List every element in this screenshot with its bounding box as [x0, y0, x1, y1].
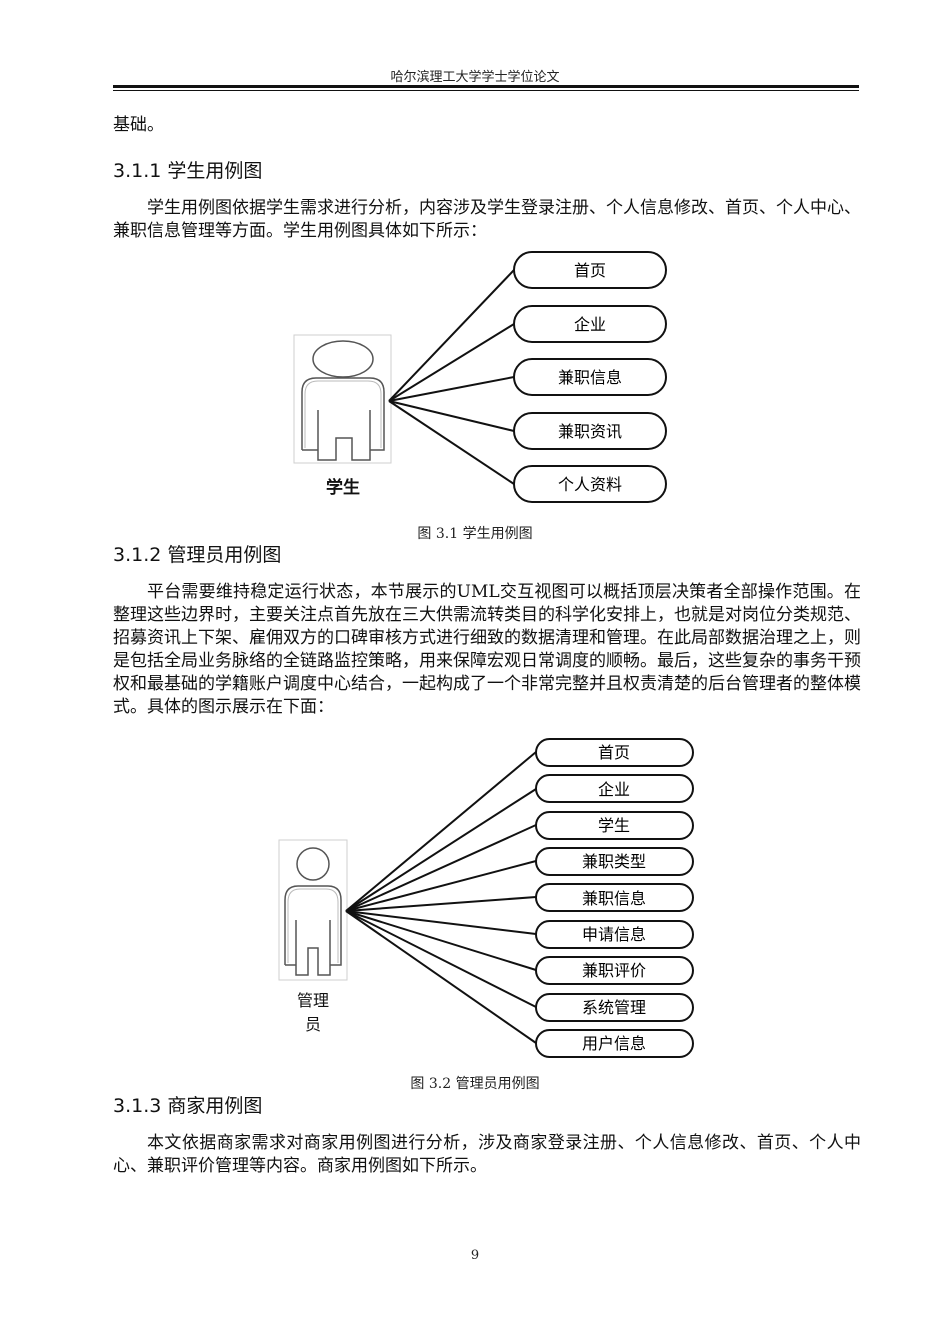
svg-text:学生: 学生 — [598, 816, 630, 835]
running-header: 哈尔滨理工大学学士学位论文 — [390, 70, 560, 85]
student-actor-figure — [293, 334, 392, 464]
svg-text:兼职评价: 兼职评价 — [582, 961, 646, 980]
svg-text:申请信息: 申请信息 — [582, 925, 646, 944]
admin-association-lines — [345, 751, 537, 1044]
figure-caption-student: 图 3.1 学生用例图 — [417, 526, 533, 542]
header-rule-thin — [113, 90, 859, 91]
student-use-case-4: 兼职资讯 — [513, 412, 667, 450]
header-rule-thick — [113, 85, 859, 88]
student-use-case-diagram: 学生 首页 企业 兼职信息 兼职资讯 个人资料 — [293, 251, 667, 503]
student-use-case-5: 个人资料 — [513, 465, 667, 503]
admin-use-case-7: 兼职评价 — [535, 956, 694, 985]
section-heading-merchant: 3.1.3 商家用例图 — [113, 1095, 263, 1117]
section-paragraph-student: 学生用例图依据学生需求进行分析，内容涉及学生登录注册、个人信息修改、首页、个人中… — [113, 198, 861, 241]
svg-text:首页: 首页 — [598, 743, 630, 762]
svg-text:兼职类型: 兼职类型 — [582, 852, 646, 871]
student-use-case-1: 首页 — [513, 251, 667, 289]
svg-text:个人资料: 个人资料 — [558, 475, 622, 494]
student-use-case-2: 企业 — [513, 305, 667, 343]
student-association-lines — [388, 269, 515, 485]
admin-use-case-1: 首页 — [535, 738, 694, 767]
admin-actor-label-line1: 管理 — [297, 991, 329, 1010]
svg-text:系统管理: 系统管理 — [582, 998, 646, 1017]
section-paragraph-merchant: 本文依据商家需求对商家用例图进行分析，涉及商家登录注册、个人信息修改、首页、个人… — [113, 1133, 861, 1176]
admin-use-case-3: 学生 — [535, 811, 694, 840]
admin-use-case-8: 系统管理 — [535, 993, 694, 1022]
admin-use-case-6: 申请信息 — [535, 920, 694, 949]
admin-actor-figure — [278, 839, 348, 981]
svg-text:兼职信息: 兼职信息 — [582, 889, 646, 908]
svg-text:企业: 企业 — [574, 315, 606, 334]
svg-text:用户信息: 用户信息 — [582, 1034, 646, 1053]
section-heading-student: 3.1.1 学生用例图 — [113, 160, 263, 182]
section-paragraph-admin: 平台需要维持稳定运行状态，本节展示的UML交互视图可以概括顶层决策者全部操作范围… — [113, 582, 861, 717]
admin-use-case-diagram: 管理 员 首页 企业 学生 兼职类型 兼职信息 申请信息 兼职评价 — [278, 738, 694, 1058]
section-heading-admin: 3.1.2 管理员用例图 — [113, 544, 282, 566]
admin-use-case-4: 兼职类型 — [535, 847, 694, 876]
svg-text:企业: 企业 — [598, 780, 630, 799]
student-actor-label: 学生 — [326, 477, 360, 498]
admin-actor-label-line2: 员 — [305, 1015, 321, 1034]
svg-text:首页: 首页 — [574, 261, 606, 280]
student-use-case-3: 兼职信息 — [513, 358, 667, 396]
svg-text:兼职信息: 兼职信息 — [558, 368, 622, 387]
admin-use-case-5: 兼职信息 — [535, 883, 694, 912]
admin-use-case-9: 用户信息 — [535, 1029, 694, 1058]
page-number: 9 — [470, 1248, 480, 1263]
continuation-text: 基础。 — [113, 115, 164, 135]
admin-use-case-2: 企业 — [535, 774, 694, 803]
svg-text:兼职资讯: 兼职资讯 — [558, 422, 622, 441]
figure-caption-admin: 图 3.2 管理员用例图 — [410, 1076, 540, 1092]
